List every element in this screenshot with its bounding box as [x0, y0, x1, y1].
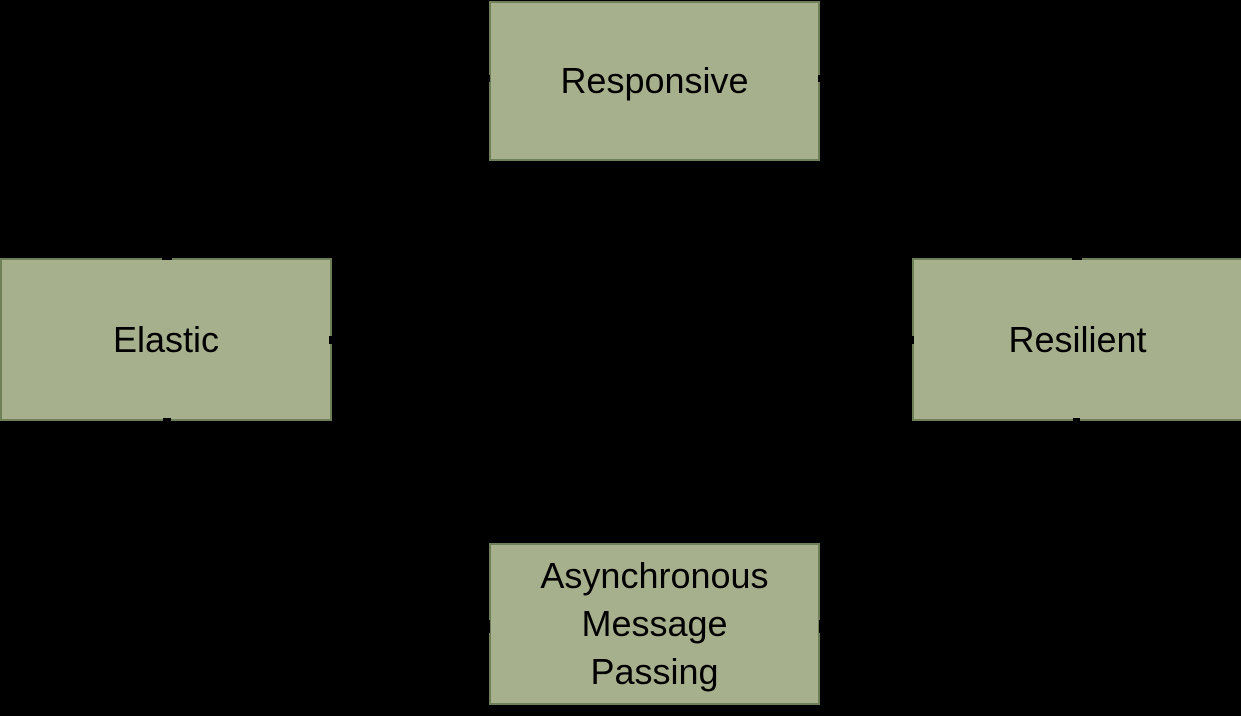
- arrowhead-tick-icon: [163, 418, 171, 424]
- node-elastic: Elastic: [0, 258, 332, 421]
- label-line-3: Passing: [590, 651, 719, 692]
- arrowhead-tick-icon: [162, 253, 172, 260]
- node-elastic-label: Elastic: [112, 318, 220, 360]
- arrowhead-tick-icon: [908, 336, 914, 344]
- arrowhead-tick-icon: [483, 75, 490, 82]
- arrowhead-tick-icon: [1072, 253, 1082, 260]
- arrowhead-tick-icon: [1073, 418, 1080, 423]
- label-line-1: Asynchronous: [540, 555, 769, 596]
- label-line-2: Message: [581, 603, 728, 644]
- arrowhead-tick-icon: [818, 75, 825, 82]
- node-asynchronous-message-passing-label: Asynchronous Message Passing: [540, 552, 768, 696]
- node-responsive: Responsive: [489, 1, 820, 161]
- node-responsive-label: Responsive: [560, 60, 749, 101]
- arrowhead-tick-icon: [483, 620, 490, 633]
- node-asynchronous-message-passing: Asynchronous Message Passing: [489, 543, 820, 705]
- node-resilient-label: Resilient: [1008, 318, 1147, 360]
- arrowhead-tick-icon: [329, 336, 335, 344]
- node-resilient: Resilient: [912, 258, 1241, 421]
- arrowhead-tick-icon: [819, 620, 826, 633]
